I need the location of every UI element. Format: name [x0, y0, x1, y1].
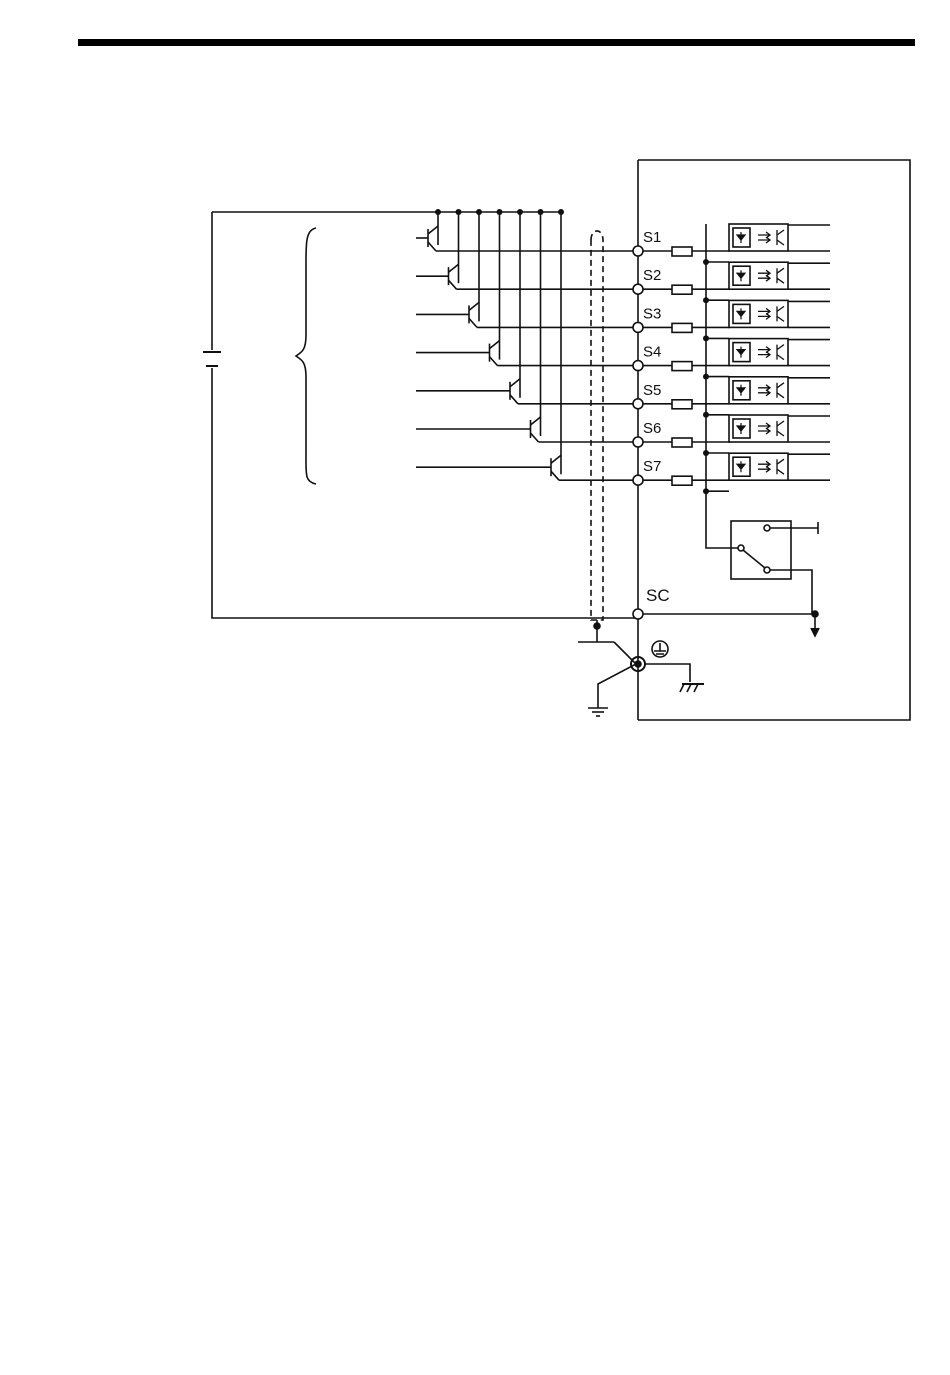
diode-icon-s1 [737, 232, 745, 243]
diode-icon-s7 [737, 461, 745, 472]
diode-icon-s2 [737, 270, 745, 281]
ground-icon [588, 708, 608, 716]
transistor-emitter-s3 [469, 318, 477, 327]
relay-contact-arm [743, 550, 765, 568]
light-arrow-icon-s6 [758, 423, 770, 434]
transistor-group-brace [296, 228, 316, 484]
light-arrow-icon-s7 [758, 461, 770, 472]
transistor-emitter-s5 [510, 395, 518, 404]
phototransistor-icon-s1 [777, 230, 784, 245]
terminal-s7 [633, 475, 643, 485]
light-arrow-icon-s4 [758, 347, 770, 358]
ground-terminal-inner [635, 661, 641, 667]
terminal-label-s3: S3 [643, 305, 661, 322]
phototransistor-icon-s3 [777, 306, 784, 321]
transistor-emitter-s4 [490, 357, 498, 366]
transistor-collector-s4 [490, 341, 500, 349]
phototransistor-icon-s5 [777, 383, 784, 398]
terminal-s3 [633, 322, 643, 332]
transistor-collector-s7 [551, 455, 561, 463]
chassis-ground-wire [645, 664, 690, 682]
terminal-label-s1: S1 [643, 229, 661, 246]
terminal-s6 [633, 437, 643, 447]
chassis-ground-icon [680, 684, 704, 692]
resistor-s5 [672, 400, 692, 409]
transistor-emitter-s7 [551, 471, 559, 480]
resistor-s2 [672, 285, 692, 294]
transistor-emitter-s2 [449, 280, 457, 289]
transistor-collector-s2 [449, 264, 459, 272]
relay-contact-nc [764, 567, 770, 573]
resistor-s6 [672, 438, 692, 447]
resistor-s1 [672, 247, 692, 256]
terminal-s5 [633, 399, 643, 409]
transistor-emitter-s6 [531, 433, 539, 442]
resistor-s4 [672, 362, 692, 371]
light-arrow-icon-s1 [758, 232, 770, 243]
terminal-sc [633, 609, 643, 619]
light-arrow-icon-s5 [758, 385, 770, 396]
light-arrow-icon-s2 [758, 270, 770, 281]
transistor-collector-s3 [469, 302, 479, 310]
terminal-label-sc: SC [646, 586, 670, 605]
resistor-s7 [672, 476, 692, 485]
terminal-label-s2: S2 [643, 267, 661, 284]
terminal-label-s7: S7 [643, 458, 661, 475]
terminal-label-s6: S6 [643, 420, 661, 437]
battery-icon [203, 352, 221, 366]
transistor-emitter-s1 [428, 242, 436, 251]
transistor-collector-s6 [531, 417, 541, 425]
terminal-label-s4: S4 [643, 344, 661, 361]
terminal-s1 [633, 246, 643, 256]
transistor-collector-s1 [428, 226, 438, 234]
supply-wire-left-lower [212, 368, 638, 618]
phototransistor-icon-s2 [777, 268, 784, 283]
terminal-s4 [633, 361, 643, 371]
terminal-label-s5: S5 [643, 382, 661, 399]
protective-earth-glyph [654, 643, 666, 654]
diode-icon-s5 [737, 385, 745, 396]
resistor-s3 [672, 323, 692, 332]
phototransistor-icon-s4 [777, 345, 784, 360]
diode-icon-s6 [737, 423, 745, 434]
terminal-s2 [633, 284, 643, 294]
diode-icon-s3 [737, 308, 745, 319]
light-arrow-icon-s3 [758, 308, 770, 319]
inverter-outline [638, 160, 910, 720]
relay-contact-no [764, 525, 770, 531]
phototransistor-icon-s6 [777, 421, 784, 436]
phototransistor-icon-s7 [777, 459, 784, 474]
transistor-collector [598, 664, 636, 708]
transistor-collector-s5 [510, 379, 520, 387]
sc-arrow-icon [811, 628, 819, 636]
diode-icon-s4 [737, 347, 745, 358]
